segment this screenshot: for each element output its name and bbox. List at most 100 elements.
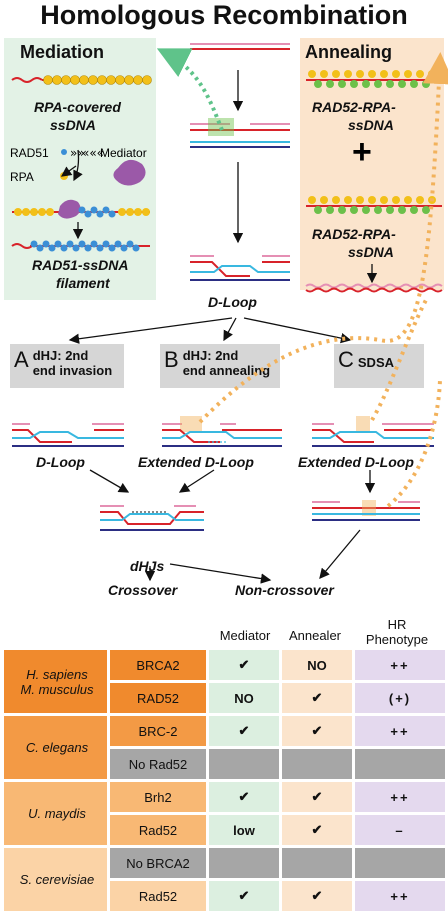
filament-label: RAD51-ssDNA [32,257,129,273]
protein-cell: Rad52 [107,881,206,911]
rad51-filament [11,240,150,252]
species-name: M. musculus [20,681,94,697]
species-cell: C. elegans [4,716,107,782]
table-row: RAD52 NO ✔ (+) [4,683,445,716]
rad51-icon: »» [61,146,85,160]
crossover-label: Crossover [108,582,178,598]
mediator-cell: NO [206,683,279,716]
rpa-covered-label-2: ssDNA [50,117,96,133]
dloop-a-label: D-Loop [36,454,85,470]
phenotype-cell: (+) [352,683,445,716]
mediator-cell: ✔ [206,881,279,911]
mediator-cell: ✔ [206,782,279,815]
annealing-link-arrow-b [198,52,448,424]
mediator-cell: ✔ [206,716,279,749]
species-cell: U. maydis [4,782,107,848]
phenotype-table: H. sapiens M. musculus BRCA2 ✔ NO ++ RAD… [4,650,445,911]
plus-sign: + [352,133,372,171]
path-b-text: dHJ: 2nd [182,348,239,363]
mediation-intermediate [12,199,150,219]
phenotype-cell: ++ [352,716,445,749]
annealing-link-arrow-sdsa [386,379,442,508]
filament-label-2: filament [56,275,110,291]
rad52-complex-1 [306,70,442,88]
phenotype-cell: – [352,815,445,848]
protein-cell: BRCA2 [107,650,206,683]
annealer-cell: NO [279,650,352,683]
table-row: No Rad52 [4,749,445,782]
dloop-label: D-Loop [208,294,257,310]
annealing-heading: Annealing [305,42,393,62]
species-cell: H. sapiens M. musculus [4,650,107,716]
dsb-dna [190,43,290,50]
mediator-cell: ✔ [206,650,279,683]
path-a-box: A dHJ: 2nd end invasion [10,344,124,388]
mediator-cell: low [206,815,279,848]
path-b-box: B dHJ: 2nd end annealing [160,344,280,388]
mediator-cell [206,848,279,881]
dhj-structure [100,505,204,531]
table-row: U. maydis Brh2 ✔ ✔ ++ [4,782,445,848]
rad51-label: RAD51 [10,146,49,160]
annealer-cell [279,749,352,782]
dhjs-label: dHJs [130,558,165,574]
species-cell: S. cerevisiae [4,848,107,911]
complex1-label: RAD52-RPA- [312,99,396,115]
path-c-box: C SDSA [334,344,424,388]
mediation-heading: Mediation [20,42,104,62]
noncrossover-label: Non-crossover [235,582,334,598]
phenotype-cell [352,848,445,881]
rpa-covered-label: RPA-covered [34,99,121,115]
phenotype-cell [352,749,445,782]
annealer-cell: ✔ [279,683,352,716]
col-phenotype: Phenotype [365,632,429,647]
phenotype-cell: ++ [352,650,445,683]
path-c-text: SDSA [357,355,395,370]
col-annealer: Annealer [288,628,342,643]
path-a-letter: A [14,347,29,372]
table-row: H. sapiens M. musculus BRCA2 ✔ NO ++ [4,650,445,716]
extended-dloop-b-label: Extended D-Loop [138,454,254,470]
page-title: Homologous Recombination [40,0,408,30]
path-a-text-2: end invasion [32,363,113,378]
complex2-label: RAD52-RPA- [312,226,396,242]
protein-cell: No BRCA2 [107,848,206,881]
svg-text:»»: »» [70,146,85,160]
protein-cell: No Rad52 [107,749,206,782]
rpa-ssdna-strand [11,75,152,85]
path-c-letter: C [338,347,354,372]
path-a-text: dHJ: 2nd [32,348,89,363]
annealing-link-arrow-c [370,299,428,422]
annealed-dna [305,283,443,293]
sdsa-product [312,500,420,521]
mediator-label: Mediator [100,146,147,160]
path-b-letter: B [164,347,179,372]
complex2-label-2: ssDNA [348,244,394,260]
mediator-chevrons-icon: ««« [82,146,104,160]
phenotype-cell: ++ [352,881,445,911]
protein-cell: Brh2 [107,782,206,815]
extended-dloop-b [162,416,282,447]
phenotype-cell: ++ [352,782,445,815]
resected-dna [190,118,290,148]
dloop-a [12,423,124,447]
path-b-text-2: end annealing [182,363,271,378]
protein-cell: RAD52 [107,683,206,716]
annealer-cell: ✔ [279,782,352,815]
table-row: S. cerevisiae No BRCA2 [4,848,445,911]
center-dloop [190,255,290,281]
col-hr: HR [387,617,407,632]
complex1-label-2: ssDNA [348,117,394,133]
table-row: Rad52 low ✔ – [4,815,445,848]
rpa-label: RPA [10,170,34,184]
protein-cell: BRC-2 [107,716,206,749]
extended-dloop-c-label: Extended D-Loop [298,454,414,470]
annealer-cell: ✔ [279,881,352,911]
annealer-cell: ✔ [279,716,352,749]
col-mediator: Mediator [219,628,271,643]
extended-dloop-c [312,416,434,447]
species-name: H. sapiens [26,666,88,682]
annealer-cell [279,848,352,881]
protein-cell: Rad52 [107,815,206,848]
annealer-cell: ✔ [279,815,352,848]
